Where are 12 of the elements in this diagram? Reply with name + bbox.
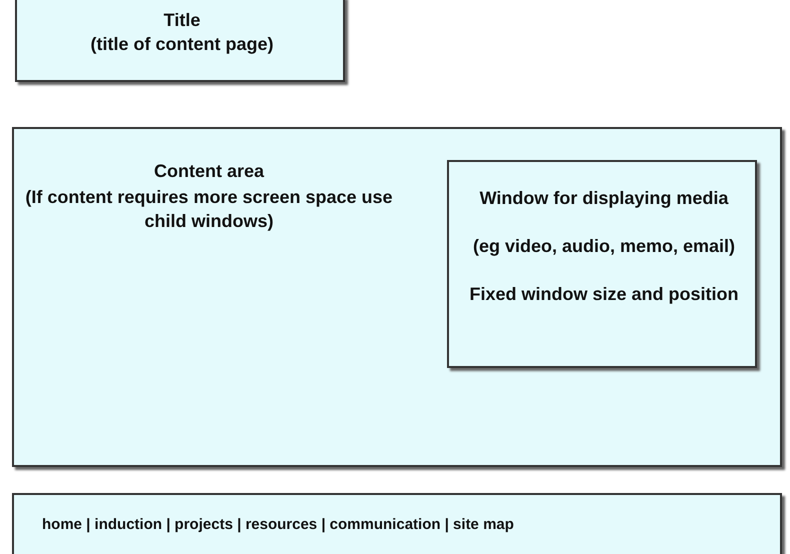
panel-description: (If content requires more screen space use child windows) [24,186,394,233]
panel-heading: Window for displaying media [478,187,730,210]
panel-heading: Content area [152,160,266,183]
layout-panel [15,0,345,82]
navigation-bar [12,493,782,554]
panel-description: (title of content page) [90,33,274,56]
layout-panel [12,127,782,467]
panel-description: Fixed window size and position [468,283,740,306]
media-window [447,160,757,368]
navigation-links: home | induction | projects | resources | communication | site map [42,515,515,535]
panel-description: (eg video, audio, memo, email) [472,235,736,258]
panel-heading: Title [162,9,202,32]
